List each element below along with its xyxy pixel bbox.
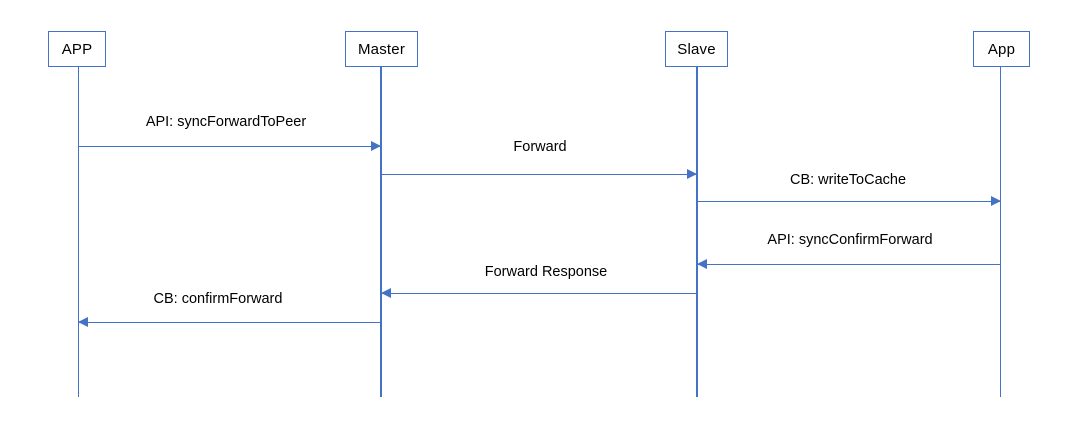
lifeline-master — [380, 67, 383, 397]
participant-label: App — [987, 40, 1016, 58]
participant-app-left[interactable]: APP — [48, 31, 106, 67]
participant-label: Slave — [677, 40, 716, 58]
lifeline-slave — [696, 67, 699, 397]
message-arrow-forward — [381, 174, 697, 176]
message-arrow-api-syncconfirmforward — [697, 264, 1001, 266]
message-label-forward: Forward — [513, 139, 567, 155]
message-label-api-syncconfirmforward: API: syncConfirmForward — [767, 232, 933, 248]
arrow-head-right-icon — [687, 169, 697, 179]
message-arrow-cb-confirmforward — [78, 322, 381, 324]
lifeline-app-right — [1000, 67, 1002, 397]
message-label-api-syncforwardtopeer: API: syncForwardToPeer — [145, 114, 307, 130]
message-label-cb-writetocache: CB: writeToCache — [789, 172, 907, 188]
participant-master[interactable]: Master — [345, 31, 418, 67]
message-label-forward-response: Forward Response — [484, 264, 608, 280]
arrow-head-left-icon — [697, 259, 707, 269]
arrow-head-right-icon — [371, 141, 381, 151]
arrow-head-left-icon — [381, 288, 391, 298]
arrow-head-right-icon — [991, 196, 1001, 206]
message-arrow-forward-response — [381, 293, 697, 295]
participant-slave[interactable]: Slave — [665, 31, 728, 67]
participant-label: Master — [357, 40, 406, 58]
message-arrow-api-syncforwardtopeer — [79, 146, 381, 148]
participant-label: APP — [61, 40, 93, 58]
participant-app-right[interactable]: App — [973, 31, 1030, 67]
message-arrow-cb-writetocache — [697, 201, 1001, 203]
message-label-cb-confirmforward: CB: confirmForward — [153, 291, 283, 307]
arrow-head-left-icon — [78, 317, 88, 327]
lifeline-app-left — [78, 67, 80, 397]
